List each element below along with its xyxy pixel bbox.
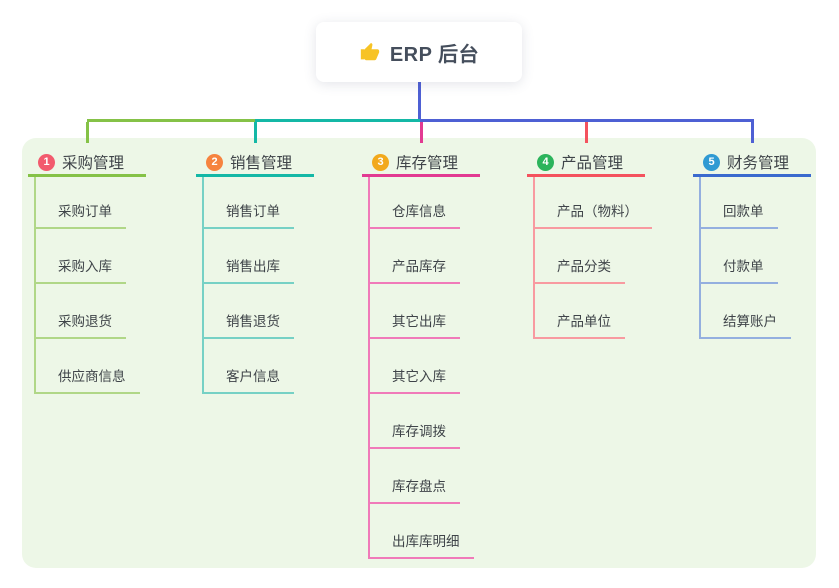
- branch-children: 仓库信息 产品库存 其它出库 其它入库 库存调拨 库存盘点 出库库明细: [368, 177, 480, 559]
- branch-title-label: 财务管理: [727, 155, 790, 172]
- child-node-label: 采购退货: [36, 310, 126, 339]
- child-node-label: 采购入库: [36, 255, 126, 284]
- child-node-label: 销售出库: [204, 255, 294, 284]
- branch-title-node[interactable]: 5 财务管理: [693, 150, 811, 177]
- child-node-label: 产品分类: [535, 255, 625, 284]
- branch-title-label: 销售管理: [230, 155, 293, 172]
- branch-number-badge: 1: [38, 153, 55, 171]
- child-node[interactable]: 其它出库: [370, 284, 480, 339]
- child-node-label: 库存盘点: [370, 475, 460, 504]
- child-node-label: 结算账户: [701, 310, 791, 339]
- drop-line-branch-2: [253, 122, 257, 143]
- child-node[interactable]: 供应商信息: [36, 339, 146, 394]
- drop-line-branch-1: [85, 122, 89, 143]
- branch-number-badge: 2: [206, 153, 223, 171]
- drop-line-branch-3: [419, 122, 423, 143]
- child-node[interactable]: 结算账户: [701, 284, 811, 339]
- branch-4: 4 产品管理 产品（物料） 产品分类 产品单位: [527, 150, 652, 339]
- child-node-label: 其它出库: [370, 310, 460, 339]
- root-title: ERP 后台: [389, 43, 480, 66]
- child-node[interactable]: 采购订单: [36, 177, 146, 229]
- branch-title-label: 产品管理: [561, 155, 624, 172]
- thumbs-up-path: [360, 42, 379, 61]
- branch-children: 采购订单 采购入库 采购退货 供应商信息: [34, 177, 146, 394]
- bus-segment-teal: [255, 119, 420, 122]
- child-node[interactable]: 仓库信息: [370, 177, 480, 229]
- child-node[interactable]: 库存调拨: [370, 394, 480, 449]
- root-node[interactable]: ERP 后台: [316, 22, 522, 82]
- branch-title-node[interactable]: 1 采购管理: [28, 150, 146, 177]
- child-node[interactable]: 产品分类: [535, 229, 652, 284]
- branch-children: 回款单 付款单 结算账户: [699, 177, 811, 339]
- branch-children: 销售订单 销售出库 销售退货 客户信息: [202, 177, 314, 394]
- branch-number-badge: 4: [537, 153, 554, 171]
- child-node-label: 客户信息: [204, 365, 294, 394]
- branch-number-badge: 3: [372, 153, 389, 171]
- child-node[interactable]: 回款单: [701, 177, 811, 229]
- child-node[interactable]: 其它入库: [370, 339, 480, 394]
- child-node-label: 回款单: [701, 200, 778, 229]
- branch-title-node[interactable]: 3 库存管理: [362, 150, 480, 177]
- child-node[interactable]: 产品单位: [535, 284, 652, 339]
- child-node-label: 销售退货: [204, 310, 294, 339]
- child-node-label: 其它入库: [370, 365, 460, 394]
- branch-2: 2 销售管理 销售订单 销售出库 销售退货 客户信息: [196, 150, 314, 394]
- drop-line-branch-5: [750, 122, 754, 143]
- branch-title-node[interactable]: 4 产品管理: [527, 150, 645, 177]
- branch-title-label: 库存管理: [396, 155, 459, 172]
- child-node-label: 供应商信息: [36, 365, 140, 394]
- child-node[interactable]: 产品库存: [370, 229, 480, 284]
- child-node-label: 采购订单: [36, 200, 126, 229]
- child-node[interactable]: 采购退货: [36, 284, 146, 339]
- child-node[interactable]: 客户信息: [204, 339, 314, 394]
- branch-1: 1 采购管理 采购订单 采购入库 采购退货 供应商信息: [28, 150, 146, 394]
- branch-children: 产品（物料） 产品分类 产品单位: [533, 177, 652, 339]
- thumbs-up-icon: [360, 42, 379, 61]
- child-node[interactable]: 付款单: [701, 229, 811, 284]
- child-node-label: 仓库信息: [370, 200, 460, 229]
- child-node[interactable]: 销售订单: [204, 177, 314, 229]
- child-node-label: 库存调拨: [370, 420, 460, 449]
- child-node[interactable]: 采购入库: [36, 229, 146, 284]
- child-node-label: 销售订单: [204, 200, 294, 229]
- bus-segment-green: [87, 119, 255, 122]
- root-connector-line: [418, 82, 421, 119]
- drop-line-branch-4: [584, 122, 588, 143]
- child-node[interactable]: 销售退货: [204, 284, 314, 339]
- branch-5: 5 财务管理 回款单 付款单 结算账户: [693, 150, 811, 339]
- branch-title-node[interactable]: 2 销售管理: [196, 150, 314, 177]
- child-node-label: 出库库明细: [370, 530, 474, 559]
- child-node[interactable]: 销售出库: [204, 229, 314, 284]
- child-node-label: 付款单: [701, 255, 778, 284]
- child-node[interactable]: 产品（物料）: [535, 177, 652, 229]
- mindmap-panel: [22, 138, 816, 568]
- child-node[interactable]: 库存盘点: [370, 449, 480, 504]
- child-node-label: 产品（物料）: [535, 200, 652, 229]
- child-node-label: 产品库存: [370, 255, 460, 284]
- child-node-label: 产品单位: [535, 310, 625, 339]
- branch-number-badge: 5: [703, 153, 720, 171]
- bus-segment-blue: [419, 119, 754, 122]
- branch-title-label: 采购管理: [62, 155, 125, 172]
- branch-3: 3 库存管理 仓库信息 产品库存 其它出库 其它入库 库存调拨 库存盘点 出库库…: [362, 150, 480, 559]
- child-node[interactable]: 出库库明细: [370, 504, 480, 559]
